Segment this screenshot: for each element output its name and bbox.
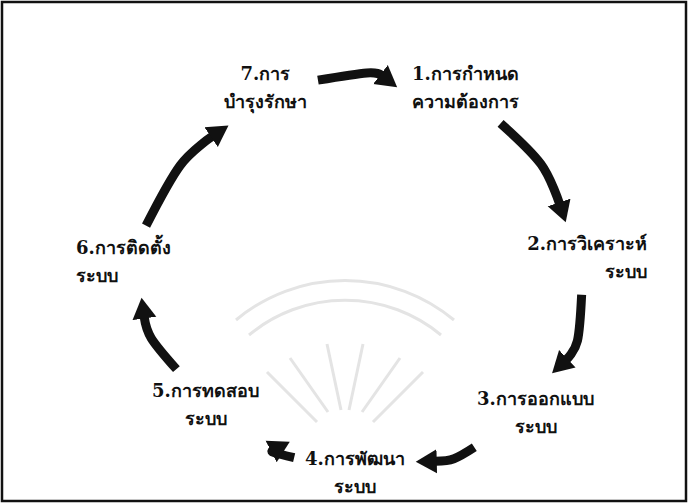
watermark-rays [267,344,423,422]
cycle-arrow [436,447,475,461]
process-step: 7.การ บำรุงรักษา [218,56,313,120]
watermark-arc [249,300,441,335]
cycle-arrow [144,317,176,369]
process-step: 2.การวิเคราะห์ ระบบ [519,226,651,290]
step-text: 7.การ บำรุงรักษา [222,60,309,116]
cycle-arrow [146,137,212,226]
process-step: 5.การทดสอบ ระบบ [146,373,265,437]
step-text: 5.การทดสอบ ระบบ [150,377,261,433]
process-step: 4.การพัฒนา ระบบ [299,441,411,503]
cycle-arrow [272,451,294,458]
step-text: 4.การพัฒนา ระบบ [303,445,407,501]
cycle-arrow [318,73,381,80]
step-text: 6.การติดตั้ง ระบบ [76,234,175,290]
step-text: 3.การออกแบบ ระบบ [475,385,596,441]
cycle-arrow [501,123,560,203]
step-text: 1.การกำหนด ความต้องการ [410,60,521,116]
step-text: 2.การวิเคราะห์ ระบบ [523,230,647,286]
process-step: 6.การติดตั้ง ระบบ [72,230,179,294]
process-step: 1.การกำหนด ความต้องการ [406,56,525,120]
cycle-arrow [567,295,582,360]
watermark [236,280,454,422]
process-step: 3.การออกแบบ ระบบ [471,381,600,445]
